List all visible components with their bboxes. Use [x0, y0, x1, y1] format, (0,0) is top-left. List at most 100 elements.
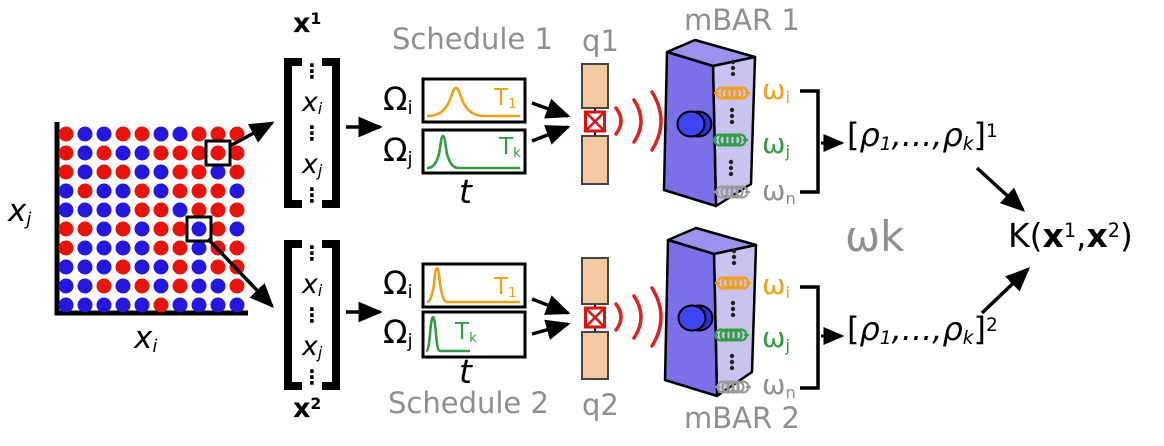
- arrow-grid-to-vector1: [229, 121, 275, 148]
- mbar2-title: mBAR 2: [684, 401, 800, 435]
- data-point-red: [115, 164, 131, 180]
- q1-bottom-pad: [581, 135, 609, 185]
- data-point-blue: [115, 297, 131, 313]
- vector2-entry-xj: xj: [301, 330, 323, 362]
- data-point-red: [134, 278, 150, 294]
- data-point-blue: [96, 126, 112, 142]
- schedule2-title: Schedule 2: [388, 386, 549, 420]
- data-point-red: [229, 164, 245, 180]
- arrow-schedule1-top-to-q1: [531, 98, 571, 119]
- mbar1-mode-omega-i: ωi: [762, 73, 790, 107]
- scatter-y-axis-label: xj: [8, 193, 32, 230]
- q2-emission-waves-icon: [614, 286, 663, 348]
- data-point-red: [115, 259, 131, 275]
- data-point-red: [134, 183, 150, 199]
- scatter-x-axis-label: xi: [134, 320, 158, 357]
- mbar2-mode-dots: [729, 248, 737, 371]
- data-point-red: [172, 145, 188, 161]
- data-point-red: [210, 126, 226, 142]
- data-point-blue: [96, 297, 112, 313]
- data-point-red: [134, 202, 150, 218]
- data-point-blue: [77, 126, 93, 142]
- mbar1-mode-omega-n: ωn: [762, 174, 796, 208]
- mbar1-title: mBAR 1: [684, 3, 800, 37]
- data-point-red: [191, 126, 207, 142]
- arrow-schedule2-top-to-q2: [531, 295, 571, 315]
- data-point-blue: [134, 297, 150, 313]
- vector1-dots-mid: ⋮: [302, 121, 322, 145]
- schedule2-omega-j-pulse-curve: [425, 315, 470, 353]
- schedule2-omega-i-label: Ωi: [383, 264, 413, 304]
- mbar1-mode-dots: [728, 59, 736, 177]
- schedule2-omega-i-pulse-curve: [426, 266, 520, 304]
- data-point-blue: [191, 297, 207, 313]
- arrow-output1-to-kernel: [975, 166, 1026, 212]
- vector2-dots-top: ⋮: [302, 241, 322, 265]
- data-point-blue: [58, 297, 74, 313]
- data-point-blue: [191, 259, 207, 275]
- data-point-red: [58, 126, 74, 142]
- data-point-blue: [134, 221, 150, 237]
- data-point-red: [172, 259, 188, 275]
- data-point-red: [96, 164, 112, 180]
- data-point-blue: [134, 164, 150, 180]
- data-point-blue: [115, 240, 131, 256]
- data-point-blue: [134, 259, 150, 275]
- data-point-red: [172, 183, 188, 199]
- data-point-red: [210, 221, 226, 237]
- data-point-blue: [115, 202, 131, 218]
- arrow-schedule1-bottom-to-q1: [531, 125, 571, 145]
- data-point-red: [58, 221, 74, 237]
- data-point-blue: [77, 240, 93, 256]
- mbar1-coil-orange-icon: [714, 86, 750, 100]
- data-point-red: [210, 183, 226, 199]
- data-point-red: [210, 202, 226, 218]
- vector1-entry-xi: xi: [301, 86, 323, 118]
- data-point-blue: [191, 278, 207, 294]
- data-point-blue: [77, 202, 93, 218]
- data-point-blue: [115, 183, 131, 199]
- mbar1-modes-bracket: [800, 89, 820, 194]
- schedule1-pulse1-label: T1: [494, 85, 517, 112]
- data-point-blue: [229, 297, 245, 313]
- vector2-entry-xi: xi: [301, 268, 323, 300]
- data-point-red: [58, 145, 74, 161]
- scatter-highlights: [185, 139, 232, 243]
- data-point-red: [229, 240, 245, 256]
- vector2-entries: ⋮ xi ⋮ xj ⋮: [289, 241, 335, 389]
- q1-emission-waves-icon: [614, 90, 663, 152]
- data-point-blue: [153, 183, 169, 199]
- data-point-red: [153, 240, 169, 256]
- vector2-dots-bottom: ⋮: [302, 365, 322, 389]
- schedule2-pulse2-label: Tk: [455, 319, 477, 346]
- schedule1-omega-j-label: Ωj: [383, 131, 413, 171]
- data-point-red: [58, 164, 74, 180]
- data-point-blue: [96, 221, 112, 237]
- data-point-red: [172, 278, 188, 294]
- data-point-blue: [77, 164, 93, 180]
- q1-label: q1: [582, 24, 619, 58]
- data-point-blue: [77, 297, 93, 313]
- schedule1-pulse2-label: Tk: [499, 134, 521, 161]
- omega-k-label: ωk: [845, 212, 905, 261]
- data-point-blue: [58, 278, 74, 294]
- data-point-blue: [58, 183, 74, 199]
- vector2-label: x2: [293, 393, 322, 424]
- data-point-red: [210, 145, 226, 161]
- data-point-blue: [229, 221, 245, 237]
- data-point-red: [191, 202, 207, 218]
- mbar2-coil-orange-icon: [715, 276, 751, 290]
- schedule2-pulse1-label: T1: [494, 274, 517, 301]
- data-point-blue: [77, 145, 93, 161]
- data-point-red: [229, 278, 245, 294]
- mbar2-port-icon: [677, 304, 707, 332]
- data-point-blue: [153, 259, 169, 275]
- data-point-blue: [96, 259, 112, 275]
- q2-junction-icon: [584, 306, 606, 329]
- data-point-red: [210, 259, 226, 275]
- vector2-dots-mid: ⋮: [302, 303, 322, 327]
- output2-rho-vector: [ρ1,...,ρk]2: [847, 310, 998, 350]
- mbar2-mode-omega-n: ωn: [762, 368, 796, 402]
- data-point-red: [229, 126, 245, 142]
- schedule1-omega-i-pulse-curve: [426, 86, 520, 118]
